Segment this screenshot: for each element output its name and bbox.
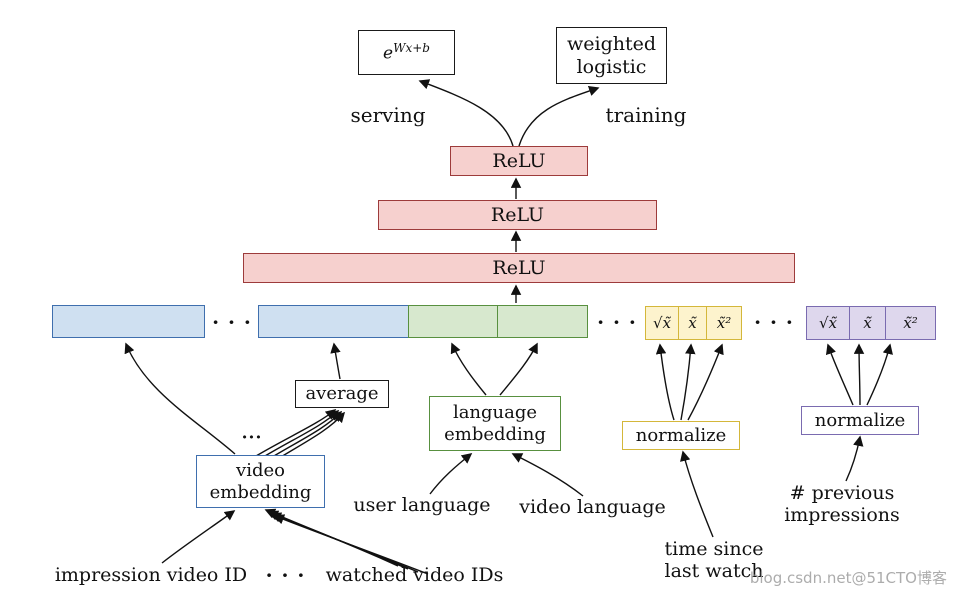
time-since-line1: time since	[664, 538, 764, 560]
arrow-training	[518, 86, 600, 147]
time-since-line2: last watch	[664, 559, 764, 582]
cell-x: x̃	[849, 307, 885, 339]
formula-exponent: Wx+b	[393, 40, 430, 55]
formula-base: e	[383, 43, 394, 64]
user-language-label: user language	[353, 494, 491, 516]
relu-layer-middle: ReLU	[378, 200, 657, 230]
feature-dots-2: · · ·	[597, 309, 637, 334]
language-embedding-line1: language	[452, 401, 538, 423]
cell-sqrt-x: √x̃	[818, 314, 838, 332]
arrow-normalize-imp-2	[853, 343, 865, 406]
arrow-normalize-imp-1	[825, 343, 854, 406]
arrow-normalize-time-2	[680, 343, 696, 421]
cell-x-squared: x̃²	[885, 307, 935, 339]
arrow-normalize-time-3	[687, 343, 724, 421]
arrow-lang-emb-to-green-right	[499, 342, 538, 396]
arrow-time-since	[680, 450, 714, 538]
video-embedding-line1: video	[236, 459, 285, 481]
relu-layer-bottom: ReLU	[243, 253, 795, 283]
video-embedding-line2: embedding	[209, 481, 312, 503]
arrow-serving	[418, 79, 514, 147]
video-embedding-dots: ···	[241, 428, 263, 448]
prev-impressions-line2: impressions	[784, 503, 900, 526]
impression-video-id-label: impression video ID	[54, 564, 248, 586]
feature-bar-blue-average	[258, 305, 409, 338]
language-embedding-box: language embedding	[429, 396, 561, 451]
relu-layer-top: ReLU	[450, 146, 588, 176]
training-label: training	[605, 103, 687, 127]
bottom-dots: · · ·	[265, 562, 306, 587]
arrow-normalize-time-1	[655, 343, 675, 421]
arrow-impression-id	[161, 510, 236, 564]
arrow-video-emb-to-blue-bar	[124, 342, 236, 455]
serving-label: serving	[350, 103, 426, 127]
arrow-watched-ids-4	[273, 514, 429, 575]
time-since-last-watch-label: time since last watch	[648, 538, 780, 583]
watermark-text: blog.csdn.net@51CTO博客	[749, 569, 947, 587]
watched-video-ids-label: watched video IDs	[325, 564, 504, 586]
language-embedding-line2: embedding	[444, 423, 546, 445]
arrow-lang-emb-to-green-left	[450, 342, 487, 396]
cell-sqrt-x: √x̃	[652, 314, 672, 332]
feature-bar-blue-left	[52, 305, 205, 338]
cell-x: x̃	[678, 307, 706, 339]
arrow-average-to-bar	[330, 342, 341, 380]
feature-cells-impressions: √x̃ x̃ x̃²	[806, 306, 936, 340]
average-box: average	[295, 380, 389, 408]
cell-x-squared: x̃²	[706, 307, 741, 339]
arrow-normalize-imp-3	[866, 343, 893, 406]
serving-formula: eWx+b	[383, 41, 430, 64]
arrow-prev-impressions	[845, 435, 864, 482]
prev-impressions-line1: # previous	[789, 482, 895, 504]
feature-dots-1: · · ·	[212, 309, 252, 334]
feature-bar-green-language	[408, 305, 588, 338]
feature-dots-3: · · ·	[754, 309, 794, 334]
normalize-impressions-box: normalize	[801, 406, 919, 435]
video-embedding-box: video embedding	[196, 455, 325, 508]
feature-cells-time: √x̃ x̃ x̃²	[645, 306, 742, 340]
video-language-label: video language	[519, 496, 666, 518]
normalize-time-box: normalize	[622, 421, 740, 450]
serving-output-box: eWx+b	[358, 30, 455, 75]
green-bar-divider	[497, 306, 498, 337]
arrow-user-lang	[429, 453, 473, 495]
weighted-logistic-box: weighted logistic	[556, 27, 667, 84]
weighted-logistic-line1: weighted	[566, 32, 657, 55]
arrow-video-lang	[511, 453, 584, 497]
weighted-logistic-line2: logistic	[576, 55, 647, 78]
previous-impressions-label: # previous impressions	[768, 482, 916, 527]
